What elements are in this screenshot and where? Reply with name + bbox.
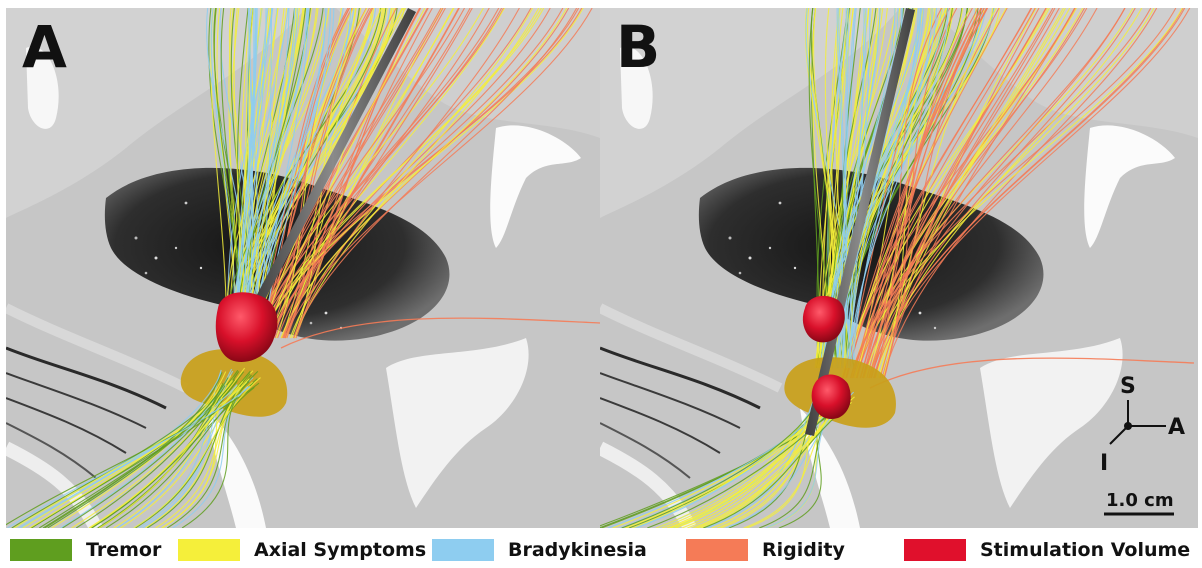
- panel-a: A: [6, 8, 600, 528]
- legend-swatch: [686, 539, 748, 561]
- label-superior: S: [1120, 374, 1136, 399]
- legend-item-stimulation-volume: Stimulation Volume: [904, 537, 1190, 563]
- legend-item-tremor: Tremor: [10, 537, 161, 563]
- scale-bar-label: 1.0 cm: [1106, 490, 1174, 511]
- legend-swatch: [178, 539, 240, 561]
- brain-slice-image-a: [6, 8, 600, 528]
- legend: Tremor Axial Symptoms Bradykinesia Rigid…: [0, 532, 1202, 568]
- panel-label: A: [22, 18, 67, 76]
- legend-item-bradykinesia: Bradykinesia: [432, 537, 647, 563]
- panel-label: B: [616, 18, 660, 76]
- scale-bar: 1.0 cm: [1104, 490, 1174, 514]
- legend-label: Tremor: [86, 539, 161, 561]
- legend-label: Bradykinesia: [508, 539, 647, 561]
- legend-swatch: [10, 539, 72, 561]
- legend-label: Axial Symptoms: [254, 539, 426, 561]
- legend-swatch: [432, 539, 494, 561]
- legend-label: Rigidity: [762, 539, 845, 561]
- legend-item-axial-symptoms: Axial Symptoms: [178, 537, 426, 563]
- label-anterior: A: [1168, 415, 1185, 440]
- brain-slice-image-b: S A I 1.0 cm: [600, 8, 1198, 528]
- legend-swatch: [904, 539, 966, 561]
- label-inferior: I: [1100, 451, 1108, 476]
- legend-item-rigidity: Rigidity: [686, 537, 845, 563]
- panel-b: S A I 1.0 cm B: [600, 8, 1198, 528]
- legend-label: Stimulation Volume: [980, 539, 1190, 561]
- axis-origin: [1124, 422, 1132, 430]
- stimulation-volume-lower: [812, 374, 851, 418]
